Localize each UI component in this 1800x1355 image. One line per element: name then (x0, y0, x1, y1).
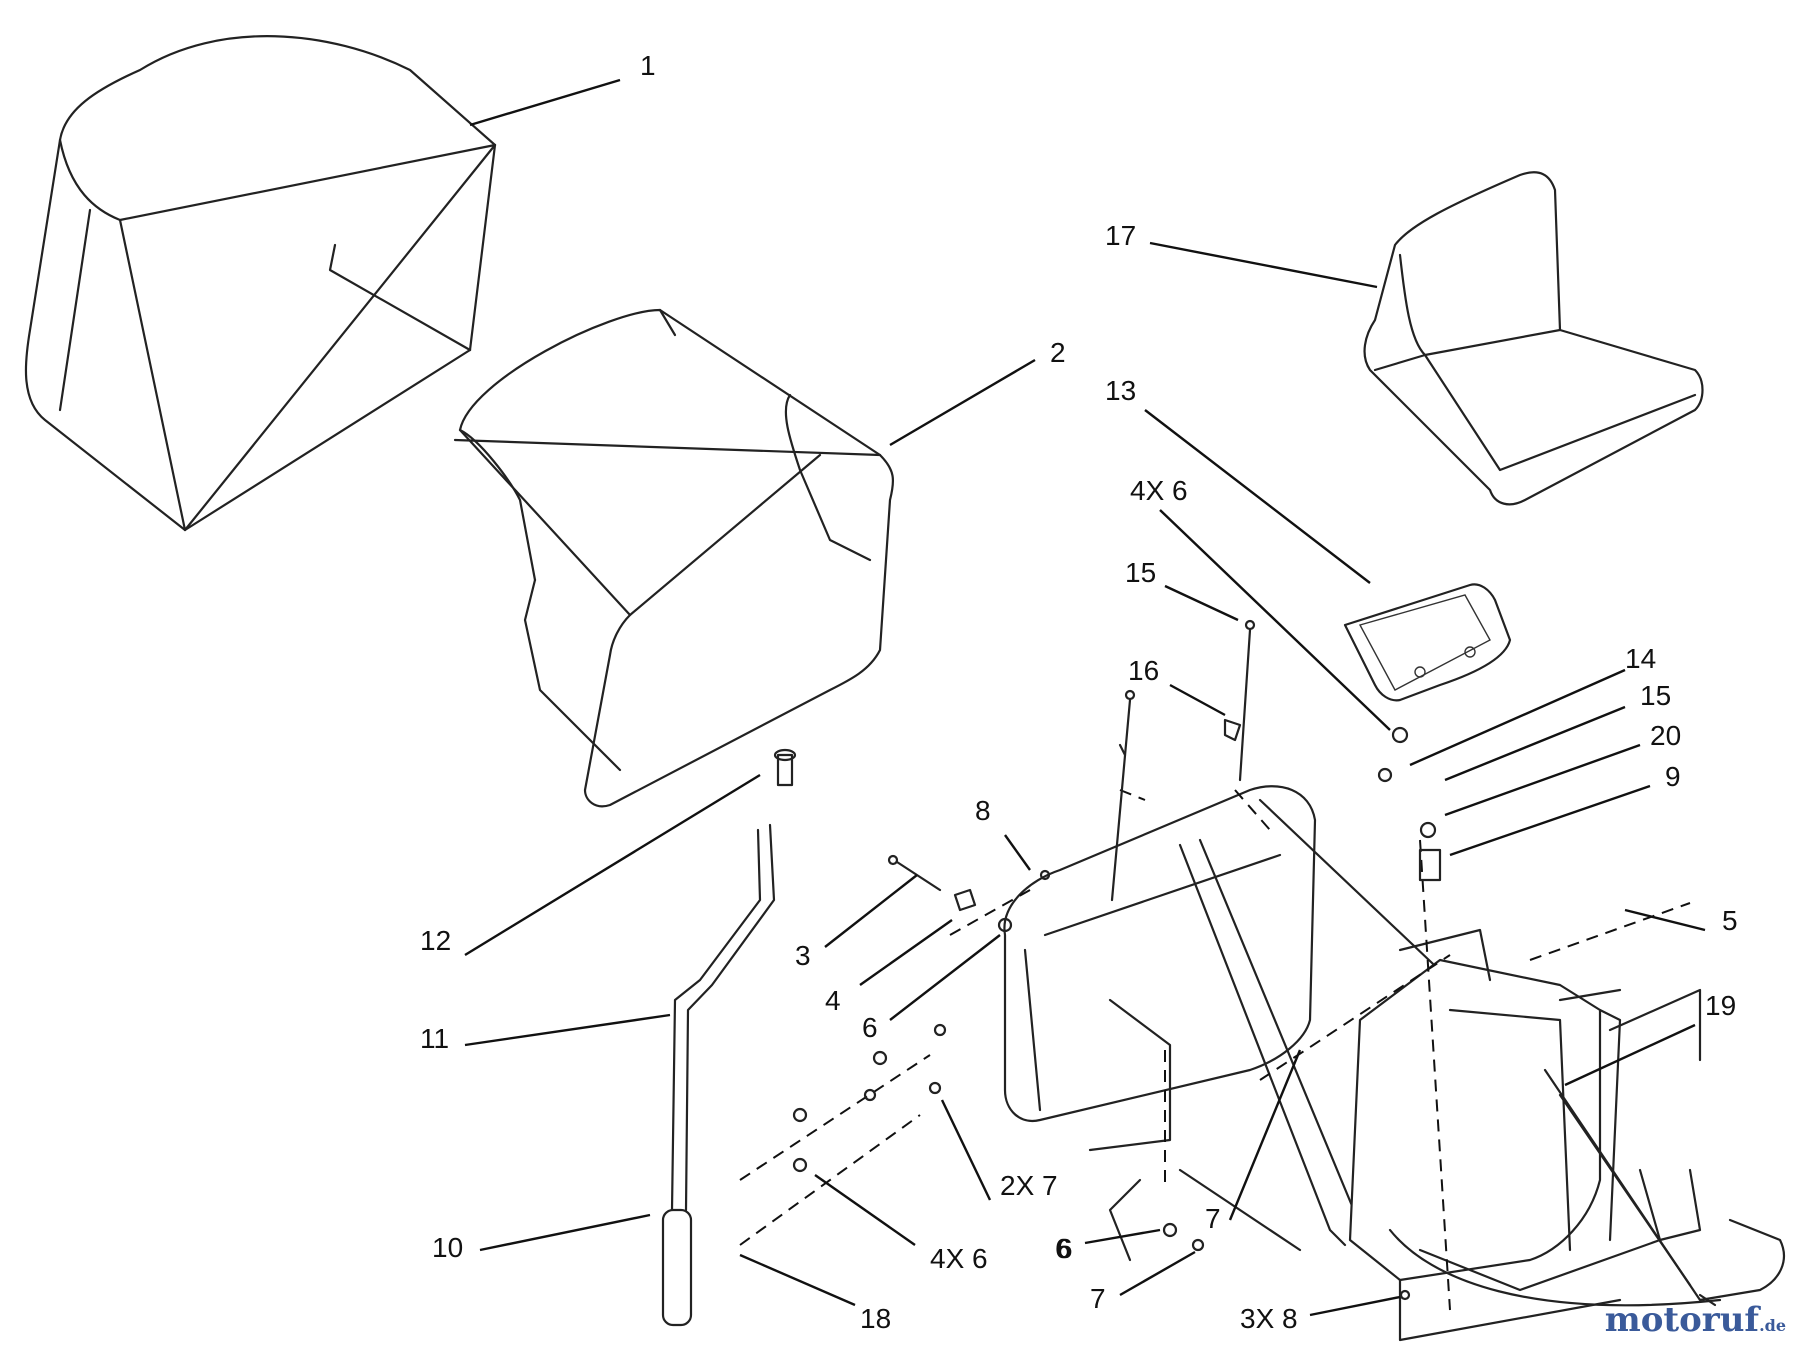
callout-20: 20 (1650, 720, 1681, 751)
callout-6-mid: 6 (862, 1012, 878, 1043)
callout-2x7: 2X 7 (1000, 1170, 1058, 1201)
seat (1363, 171, 1704, 506)
callout-labels: 1 2 17 13 4X 6 15 16 14 15 20 9 8 12 3 4… (420, 50, 1738, 1334)
callout-13: 13 (1105, 375, 1136, 406)
seat-plate (1343, 583, 1512, 702)
callout-11: 11 (420, 1023, 449, 1054)
callout-6-bottom: 6 (1057, 1233, 1073, 1264)
callout-15-top: 15 (1125, 557, 1156, 588)
callout-3x8: 3X 8 (1240, 1303, 1298, 1334)
callout-19: 19 (1705, 990, 1736, 1021)
bag-cover (24, 35, 497, 532)
callout-4x6-top: 4X 6 (1130, 475, 1188, 506)
callout-8: 8 (975, 795, 991, 826)
callout-17: 17 (1105, 220, 1136, 251)
main-frame (1003, 785, 1785, 1342)
callout-12: 12 (420, 925, 451, 956)
hardware (792, 619, 1717, 1307)
callout-4x6-bottom: 4X 6 (930, 1243, 988, 1274)
callout-18: 18 (860, 1303, 891, 1334)
watermark-suffix: .de (1759, 1316, 1786, 1335)
assembly-lines (739, 789, 1691, 1311)
callout-4: 4 (825, 985, 841, 1016)
callout-6-right: 6 (1055, 1233, 1071, 1264)
callout-2: 2 (1050, 337, 1066, 368)
handle-assembly (661, 748, 797, 1327)
leader-lines (464, 78, 1706, 1317)
callout-5: 5 (1722, 905, 1738, 936)
callout-3: 3 (795, 940, 811, 971)
callout-7-bottom: 7 (1090, 1283, 1106, 1314)
callout-7-center: 7 (1205, 1203, 1221, 1234)
watermark-logo: motoruf.de (1605, 1300, 1786, 1340)
watermark-main: motoruf (1604, 1300, 1760, 1340)
callout-16: 16 (1128, 655, 1159, 686)
callout-9: 9 (1665, 761, 1681, 792)
callout-10: 10 (432, 1232, 463, 1263)
bag-frame (453, 308, 895, 808)
callout-1: 1 (640, 50, 656, 81)
callout-15-right: 15 (1640, 680, 1671, 711)
callout-14: 14 (1625, 643, 1656, 674)
